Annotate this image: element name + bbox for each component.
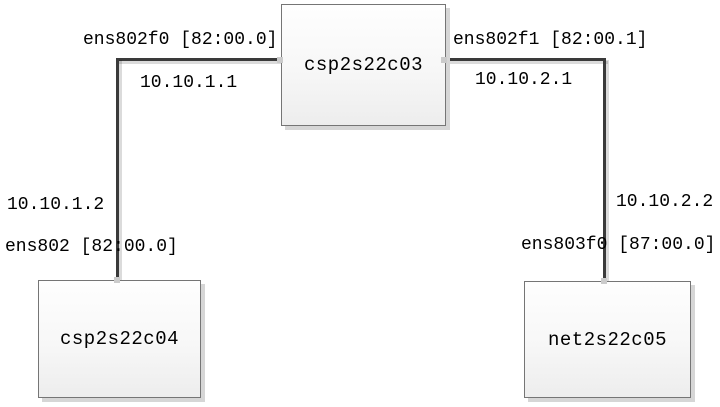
node-label: csp2s22c03 (303, 54, 424, 76)
ip-label-10-10-2-1: 10.10.2.1 (475, 70, 573, 90)
connection-point (441, 57, 447, 63)
link-csp2s22c03-csp2s22c04-vertical (116, 58, 119, 280)
ip-label-10-10-1-2: 10.10.1.2 (7, 195, 105, 215)
node-label: net2s22c05 (547, 328, 668, 351)
link-csp2s22c03-csp2s22c04-horizontal (116, 58, 281, 61)
node-csp2s22c03: csp2s22c03 (281, 4, 446, 126)
node-csp2s22c04: csp2s22c04 (38, 280, 201, 398)
connection-point (277, 57, 283, 63)
iface-label-ens802f0: ens802f0 [82:00.0] (83, 30, 278, 50)
node-label: csp2s22c04 (59, 328, 180, 350)
link-csp2s22c03-net2s22c05-horizontal (445, 58, 606, 61)
iface-label-ens803f0: ens803f0 [87:00.0] (521, 235, 716, 255)
link-csp2s22c03-net2s22c05-vertical (603, 58, 606, 281)
connection-point (601, 278, 607, 284)
iface-label-ens802f1: ens802f1 [82:00.1] (453, 30, 648, 50)
ip-label-10-10-2-2: 10.10.2.2 (616, 192, 714, 212)
ip-label-10-10-1-1: 10.10.1.1 (140, 73, 238, 93)
connection-point (114, 277, 120, 283)
iface-label-ens802: ens802 [82:00.0] (5, 237, 178, 257)
node-net2s22c05: net2s22c05 (524, 281, 691, 398)
